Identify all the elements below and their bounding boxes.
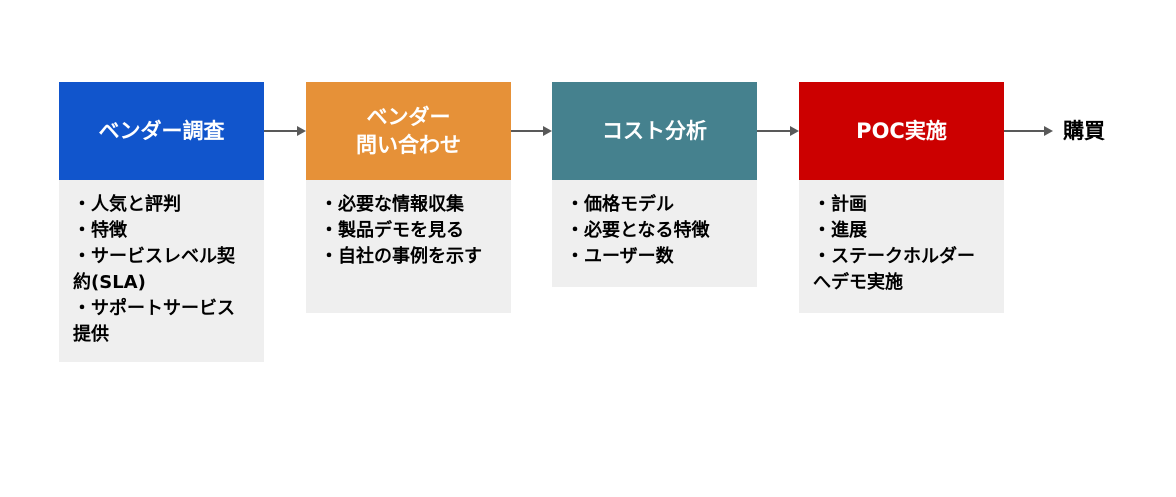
- arrow-shaft: [1004, 130, 1044, 132]
- arrow-shaft: [511, 130, 543, 132]
- step-3-item: ・必要となる特徴: [566, 220, 710, 241]
- arrow-shaft: [757, 130, 790, 132]
- step-2-item: ・自社の事例を示す: [320, 246, 482, 267]
- step-4-item: ・ステークホルダーへデモ実施: [813, 246, 975, 293]
- arrow-head-icon: [1044, 126, 1053, 136]
- step-2-details: ・必要な情報収集 ・製品デモを見る ・自社の事例を示す: [306, 180, 511, 313]
- step-1-item: ・サービスレベル契約(SLA): [73, 246, 235, 293]
- arrow-shaft: [264, 130, 297, 132]
- step-4-item: ・計画: [813, 194, 867, 215]
- step-4-header: POC実施: [799, 82, 1004, 180]
- arrow-head-icon: [543, 126, 552, 136]
- step-3-details: ・価格モデル ・必要となる特徴 ・ユーザー数: [552, 180, 757, 287]
- step-4-details: ・計画 ・進展 ・ステークホルダーへデモ実施: [799, 180, 1004, 313]
- arrow-head-icon: [297, 126, 306, 136]
- step-2-header: ベンダー 問い合わせ: [306, 82, 511, 180]
- step-1-item: ・人気と評判: [73, 194, 181, 215]
- step-3-header: コスト分析: [552, 82, 757, 180]
- step-3-item: ・価格モデル: [566, 194, 674, 215]
- step-2-item: ・必要な情報収集: [320, 194, 464, 215]
- step-1-item: ・サポートサービス提供: [73, 298, 235, 345]
- step-4-item: ・進展: [813, 220, 867, 241]
- final-step-label: 購買: [1063, 119, 1105, 143]
- step-2-item: ・製品デモを見る: [320, 220, 464, 241]
- arrow-head-icon: [790, 126, 799, 136]
- step-1-header: ベンダー調査: [59, 82, 264, 180]
- step-1-details: ・人気と評判 ・特徴 ・サービスレベル契約(SLA) ・サポートサービス提供: [59, 180, 264, 362]
- step-1-item: ・特徴: [73, 220, 127, 241]
- step-3-item: ・ユーザー数: [566, 246, 674, 267]
